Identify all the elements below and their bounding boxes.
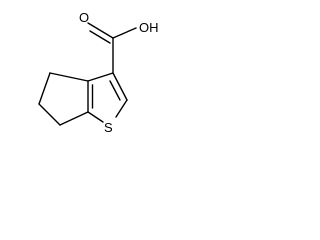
bond-thiophene-c3-c2-inner bbox=[109, 80, 121, 101]
bond-thiophene-s-c7a bbox=[87, 111, 104, 123]
bond-thiophene-c3-c2 bbox=[112, 72, 128, 101]
bond-thiophene-c3a-c3 bbox=[87, 72, 114, 82]
bond-ring-c7-c7a bbox=[59, 111, 89, 126]
bond-ring-c6-c7 bbox=[38, 103, 61, 126]
structure-diagram: O OH S bbox=[38, 10, 159, 135]
bond-thiophene-c2-s bbox=[115, 99, 128, 118]
bond-carbonyl-double-outer bbox=[87, 22, 114, 39]
bond-carboxyl-oh bbox=[112, 27, 137, 39]
bond-carbonyl-double-inner bbox=[89, 30, 111, 44]
atom-label-carbonyl-oxygen: O bbox=[79, 10, 89, 25]
bond-ring-c4-c5 bbox=[49, 72, 89, 82]
atom-label-hydroxyl: OH bbox=[139, 20, 159, 35]
atom-label-sulfur: S bbox=[104, 120, 113, 135]
bond-ring-c5-c6 bbox=[38, 72, 51, 105]
